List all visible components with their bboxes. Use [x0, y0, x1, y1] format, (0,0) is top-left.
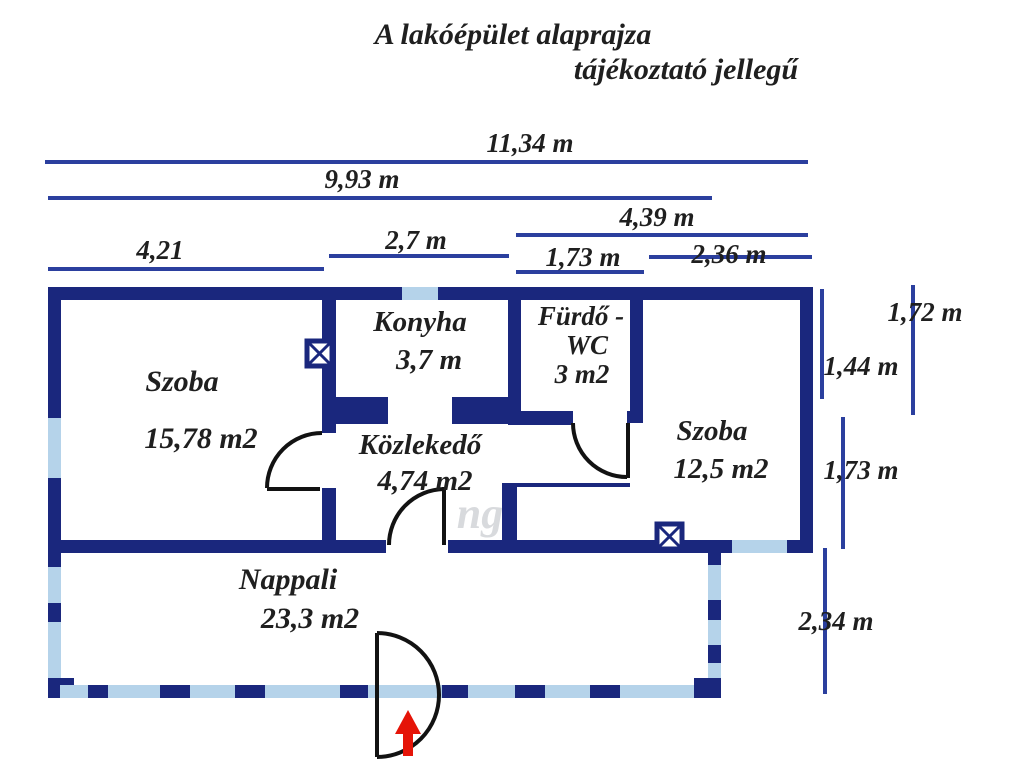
wall-nappali-bottom-dash	[340, 685, 368, 698]
dim-label-room-right: 2,36 m	[691, 239, 767, 269]
window-top-kitchen	[402, 287, 438, 300]
wall-nappali-right-top	[708, 553, 721, 565]
dim-label-kitchen: 2,7 m	[385, 225, 447, 255]
page-title: A lakóépület alaprajza	[374, 18, 652, 51]
dim-label-bath: 1,73 m	[545, 242, 621, 272]
wall-konyha-furdo	[508, 300, 521, 411]
wall-nappali-bottom-dash	[590, 685, 620, 698]
entrance-arrow-icon	[395, 710, 421, 756]
room-label-kozlekedo: Közlekedő	[358, 429, 482, 461]
wall-nappali-left-dash	[48, 603, 61, 622]
door-arc-kozlekedo-nappali	[387, 487, 445, 546]
wall-furdo-szoba	[630, 300, 643, 423]
room-label-furdo: Fürdő -	[537, 301, 625, 331]
wall-left-upper	[48, 300, 61, 418]
room-area-szoba-left: 15,78 m2	[144, 422, 258, 455]
wall-nappali-bottom-dash	[160, 685, 190, 698]
window-nappali-bottom	[60, 685, 708, 698]
dim-label-right-lower: 2,34 m	[798, 606, 874, 636]
wall-left-mid	[48, 478, 61, 553]
window-left	[48, 418, 61, 478]
page-subtitle: tájékoztató jellegű	[573, 53, 799, 86]
wall-nappali-left-top	[48, 545, 61, 567]
door-arc-furdo	[571, 422, 628, 479]
dim-label-right-upper-inner: 1,44 m	[823, 351, 899, 381]
wall-kozlekedo-szoba	[502, 486, 517, 544]
wall-konyha-bottom-left	[322, 397, 388, 424]
wall-nappali-bottom-dash	[235, 685, 265, 698]
room-label-szoba-right: Szoba	[676, 415, 748, 447]
chimney-icon	[304, 338, 335, 369]
dim-label-right-upper-outer: 1,72 m	[887, 297, 963, 327]
wall-nappali-right-dash	[708, 600, 721, 620]
room-area-szoba-right: 12,5 m2	[673, 453, 769, 485]
wall-nappali-right-dash	[708, 645, 721, 663]
room-label-nappali: Nappali	[238, 563, 338, 596]
wall-thin-step-line	[502, 483, 630, 487]
dim-label-total: 11,34 m	[486, 128, 574, 158]
room-label-furdo-wc: WC	[565, 330, 609, 360]
chimney-icon	[654, 521, 685, 552]
watermark: ng	[456, 489, 504, 538]
room-area-nappali: 23,3 m2	[260, 602, 360, 635]
dim-label-right-middle: 1,73 m	[823, 455, 899, 485]
door-arc-szoba-left	[265, 431, 323, 489]
wall-nappali-bottom-dash	[442, 685, 468, 698]
room-area-furdo: 3 m2	[554, 359, 610, 389]
wall-nappali-bottom-dash	[515, 685, 545, 698]
wall-right	[800, 300, 813, 553]
room-area-kozlekedo: 4,74 m2	[377, 465, 473, 497]
wall-nappali-corner-right	[694, 678, 721, 698]
dim-label-right-span: 4,39 m	[619, 202, 695, 232]
window-room-right-bottom	[732, 540, 787, 553]
wall-szoba-konyha-lower	[322, 488, 336, 545]
dim-label-left-span: 9,93 m	[324, 164, 400, 194]
wall-nappali-bottom-dash	[88, 685, 108, 698]
wall-mid-left	[48, 540, 386, 553]
wall-mid-corner	[787, 540, 813, 553]
wall-furdo-bottom	[508, 411, 573, 425]
room-area-konyha: 3,7 m	[395, 344, 463, 376]
dim-label-room-left: 4,21	[136, 235, 184, 265]
room-label-szoba-left: Szoba	[145, 365, 219, 398]
room-label-konyha: Konyha	[373, 306, 467, 338]
wall-mid-right	[448, 540, 732, 553]
